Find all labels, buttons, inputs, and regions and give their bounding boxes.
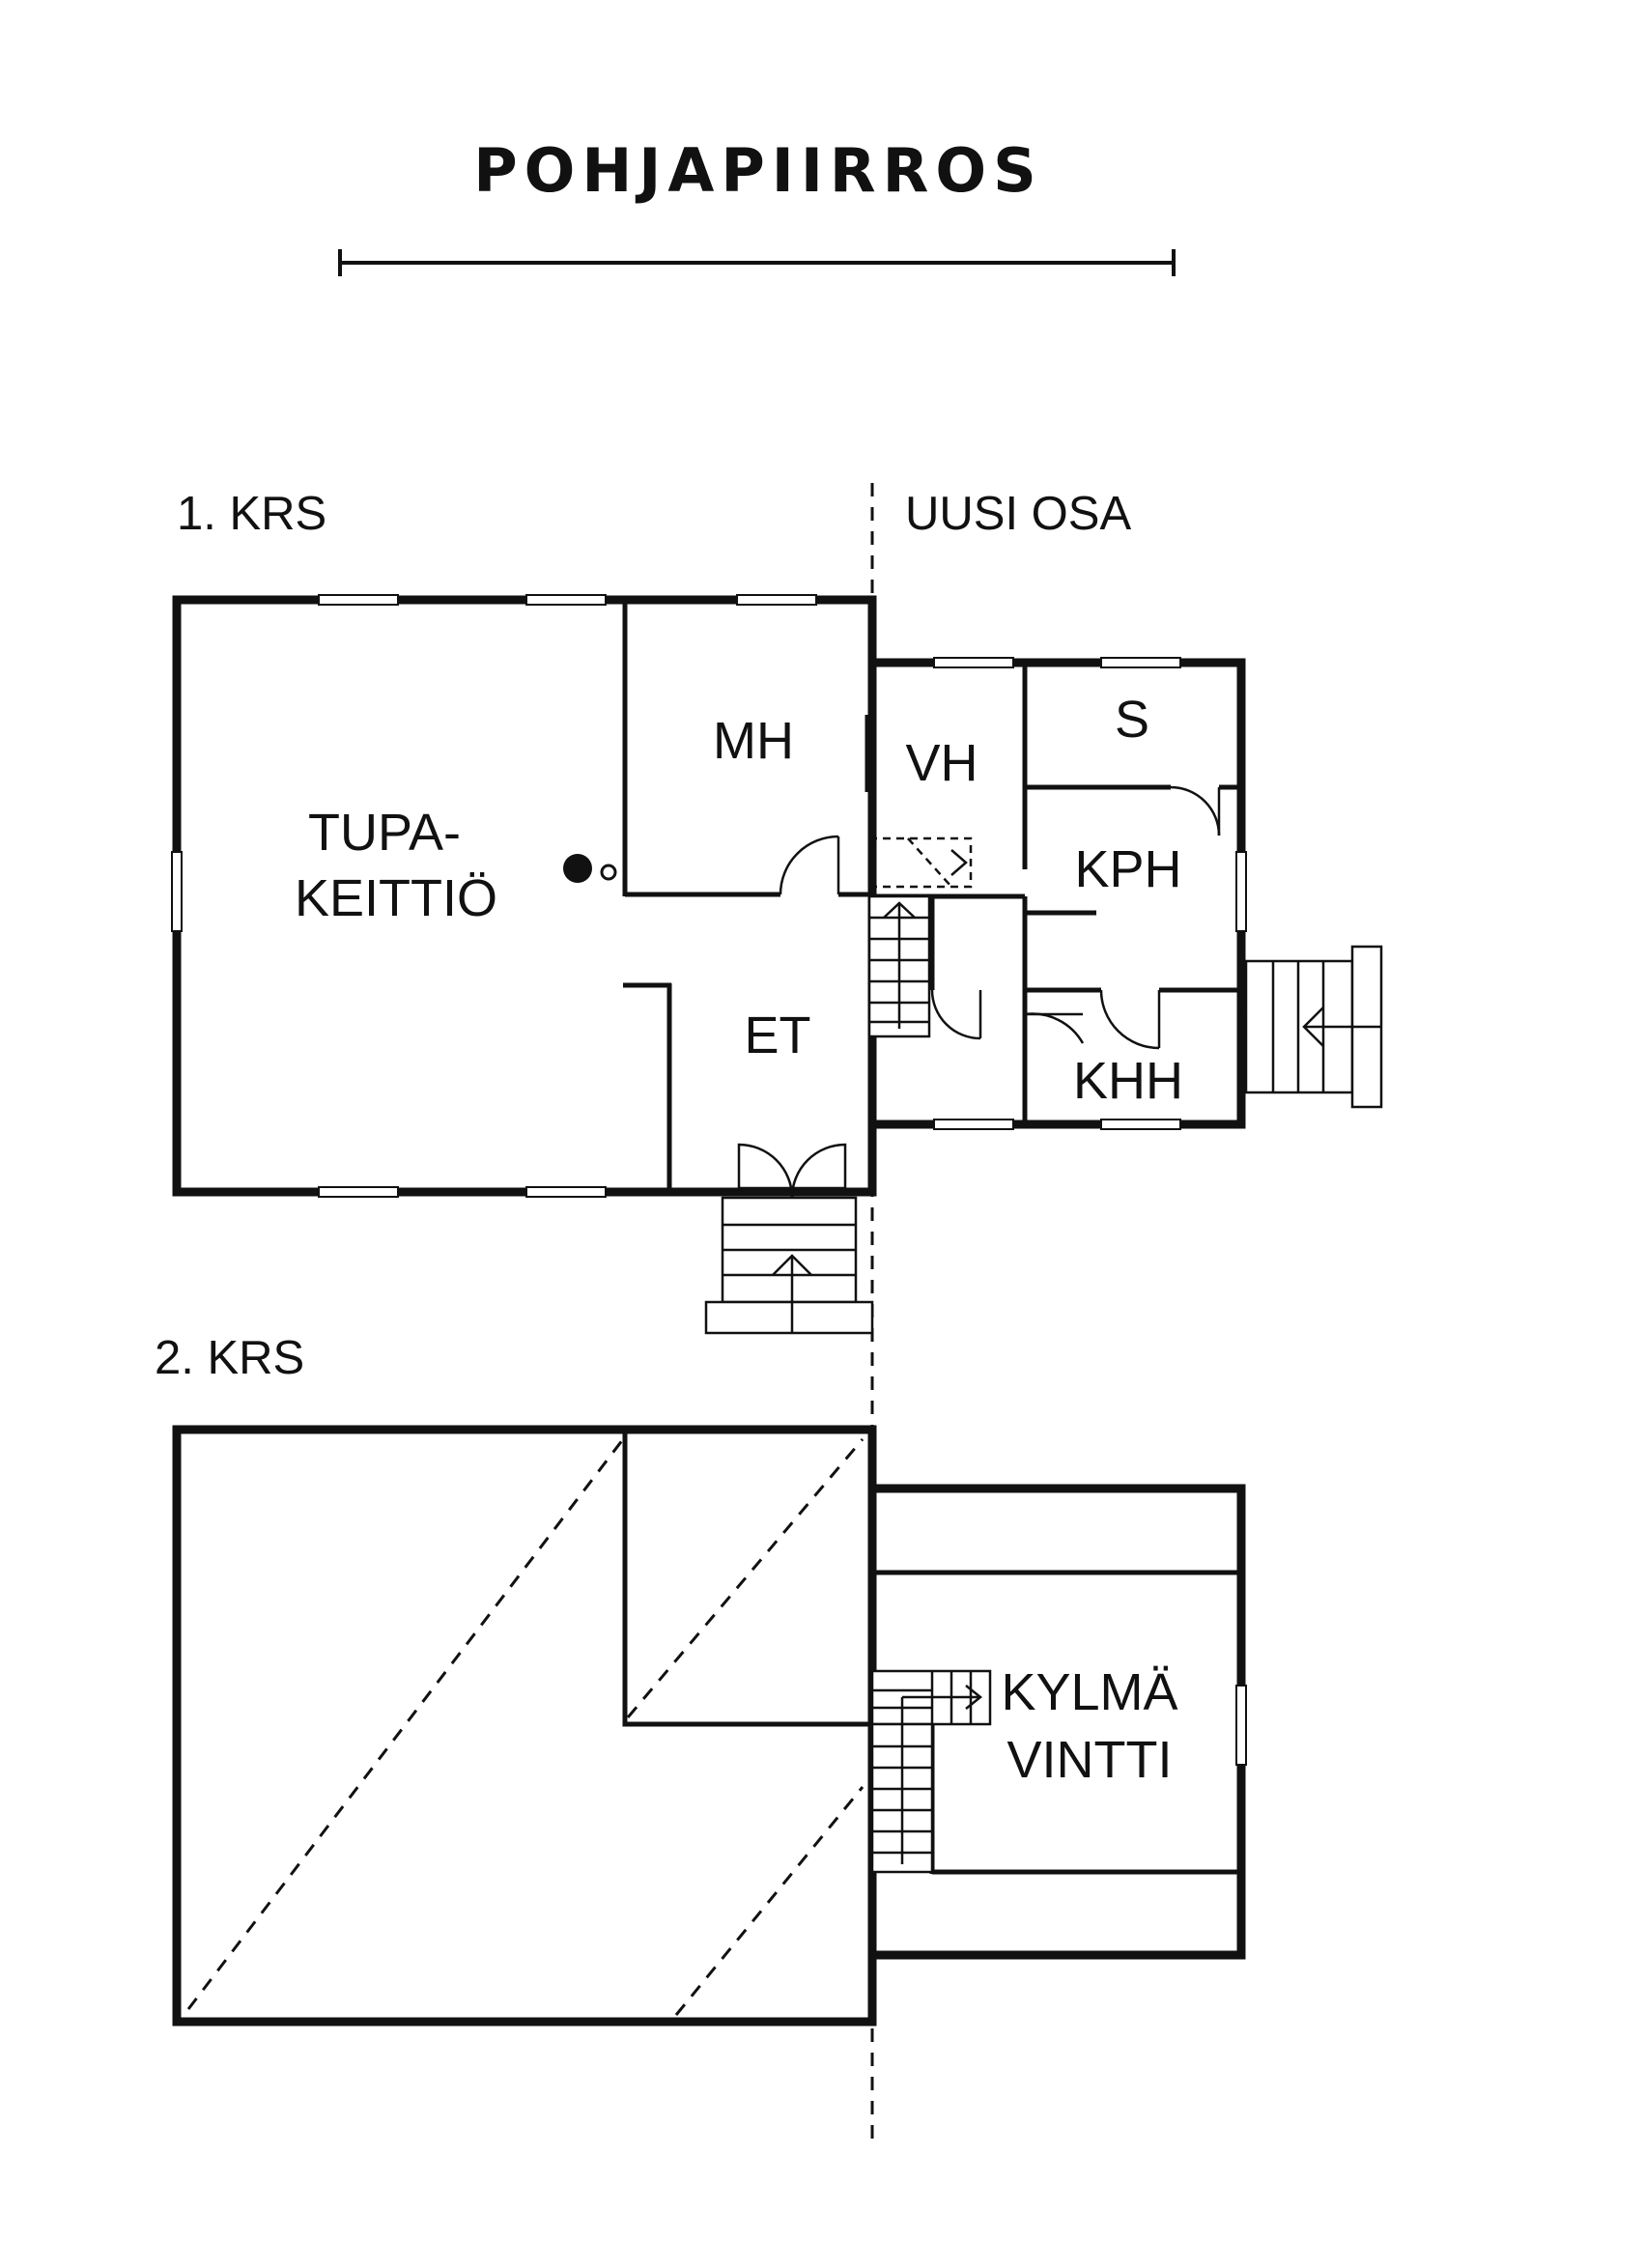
room-label-khh: KHH xyxy=(1073,1052,1183,1110)
room-label-mh: MH xyxy=(713,712,794,770)
open-space-diagonal xyxy=(186,1438,625,2010)
floor-label-1: 1. KRS xyxy=(177,488,326,540)
plan-title: POHJAPIIRROS xyxy=(473,135,1043,206)
open-space-diagonal xyxy=(626,1438,865,1718)
main-entrance-doors xyxy=(737,1143,847,1199)
window xyxy=(933,1119,1014,1130)
open-space-diagonal xyxy=(674,1786,865,2016)
floor-label-2: 2. KRS xyxy=(155,1332,304,1384)
window xyxy=(1235,851,1247,932)
section-label-new-part: UUSI OSA xyxy=(905,488,1131,540)
title-underline xyxy=(338,249,1176,276)
window xyxy=(525,1186,607,1198)
door-closet xyxy=(930,989,981,1040)
chimney-icon xyxy=(600,864,617,881)
entrance-steps xyxy=(704,1196,874,1335)
window xyxy=(525,594,607,606)
room-label-s: S xyxy=(1115,691,1149,749)
room-label-kylma: KYLMÄ xyxy=(1001,1663,1177,1721)
attic-stairs xyxy=(870,1669,992,1874)
side-entrance-steps xyxy=(1244,945,1383,1109)
window xyxy=(1100,1119,1181,1130)
window xyxy=(171,851,183,932)
door-mh xyxy=(779,835,839,895)
room-label-et: ET xyxy=(744,1006,810,1064)
window xyxy=(1100,657,1181,668)
window xyxy=(318,594,399,606)
interior-stairs xyxy=(867,836,973,1038)
floor-1-plan: TUPA- KEITTIÖ MH VH S KPH ET KHH xyxy=(171,594,1383,1335)
window xyxy=(318,1186,399,1198)
room-label-tupa: TUPA- xyxy=(308,804,461,862)
room-label-vintti: VINTTI xyxy=(1007,1731,1173,1789)
window xyxy=(736,594,817,606)
window xyxy=(933,657,1014,668)
door-s xyxy=(1170,785,1221,836)
door-khh xyxy=(1024,1012,1085,1044)
floor-1-new-part-walls xyxy=(867,658,1246,1129)
fireplace-icon xyxy=(563,854,592,883)
window xyxy=(1235,1685,1247,1766)
floor-2-plan: KYLMÄ VINTTI xyxy=(172,1425,1247,2027)
wall-upper-room xyxy=(622,1430,872,1727)
room-label-keittio: KEITTIÖ xyxy=(295,869,497,927)
door-kph xyxy=(1099,989,1160,1050)
room-label-vh: VH xyxy=(905,734,978,792)
room-label-kph: KPH xyxy=(1074,840,1181,898)
